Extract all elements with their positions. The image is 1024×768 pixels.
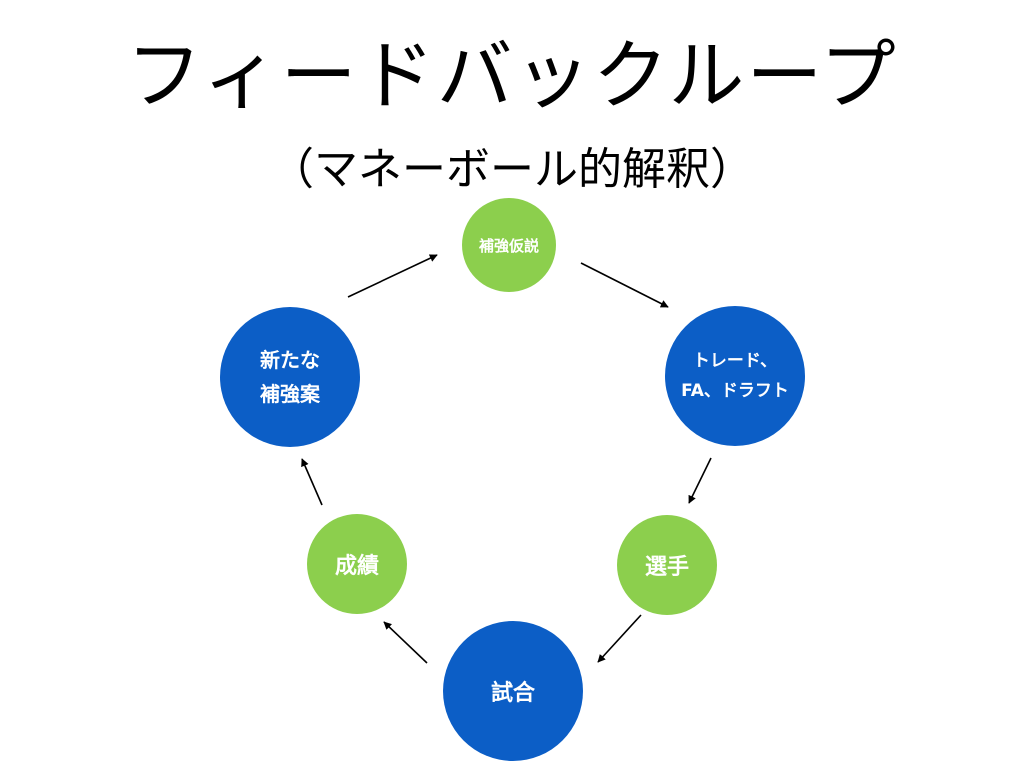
node-new-plan-label: 新たな 補強案 [260,348,320,406]
arrow-hypothesis-to-trade [580,262,669,308]
node-result-label: 成績 [334,554,379,579]
arrow-new-plan-to-hypothesis [347,254,438,298]
node-trade-fa-draft: トレード、 FA、ドラフト [665,306,805,446]
node-hypothesis: 補強仮説 [462,198,556,292]
node-new-plan: 新たな 補強案 [220,307,360,447]
arrow-result-to-new-plan [301,458,323,506]
slide-subtitle: （マネーボール的解釈） [270,144,754,195]
node-trade-fa-draft-label: トレード、 FA、ドラフト [681,351,789,401]
arrow-player-to-game [597,614,642,663]
node-game: 試合 [443,621,583,761]
slide-title: フィードバックループ [126,31,898,120]
node-player-label: 選手 [644,555,689,580]
node-result: 成績 [307,514,407,614]
arrow-trade-to-player [688,457,712,504]
node-game-label: 試合 [490,681,535,706]
arrow-game-to-result [383,621,428,664]
node-player: 選手 [617,515,717,615]
node-hypothesis-label: 補強仮説 [478,236,539,255]
